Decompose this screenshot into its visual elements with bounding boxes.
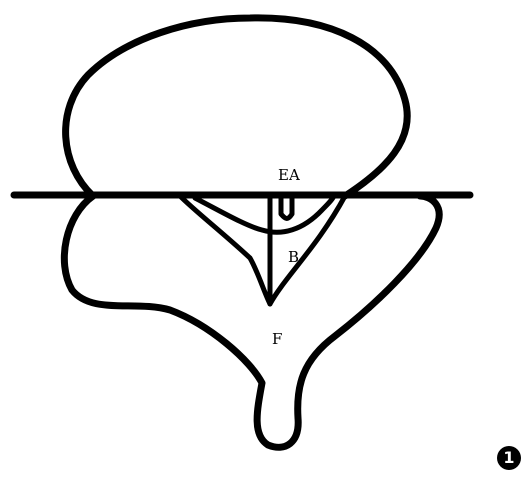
posterior-arch-outline bbox=[64, 196, 439, 447]
label-ea: EA bbox=[278, 168, 300, 183]
vertebral-body-outline bbox=[66, 18, 408, 196]
label-f: F bbox=[272, 332, 282, 347]
label-b: B bbox=[288, 250, 299, 265]
ea-tick-marks bbox=[281, 198, 292, 219]
figure-number-badge: 1 bbox=[497, 446, 521, 470]
